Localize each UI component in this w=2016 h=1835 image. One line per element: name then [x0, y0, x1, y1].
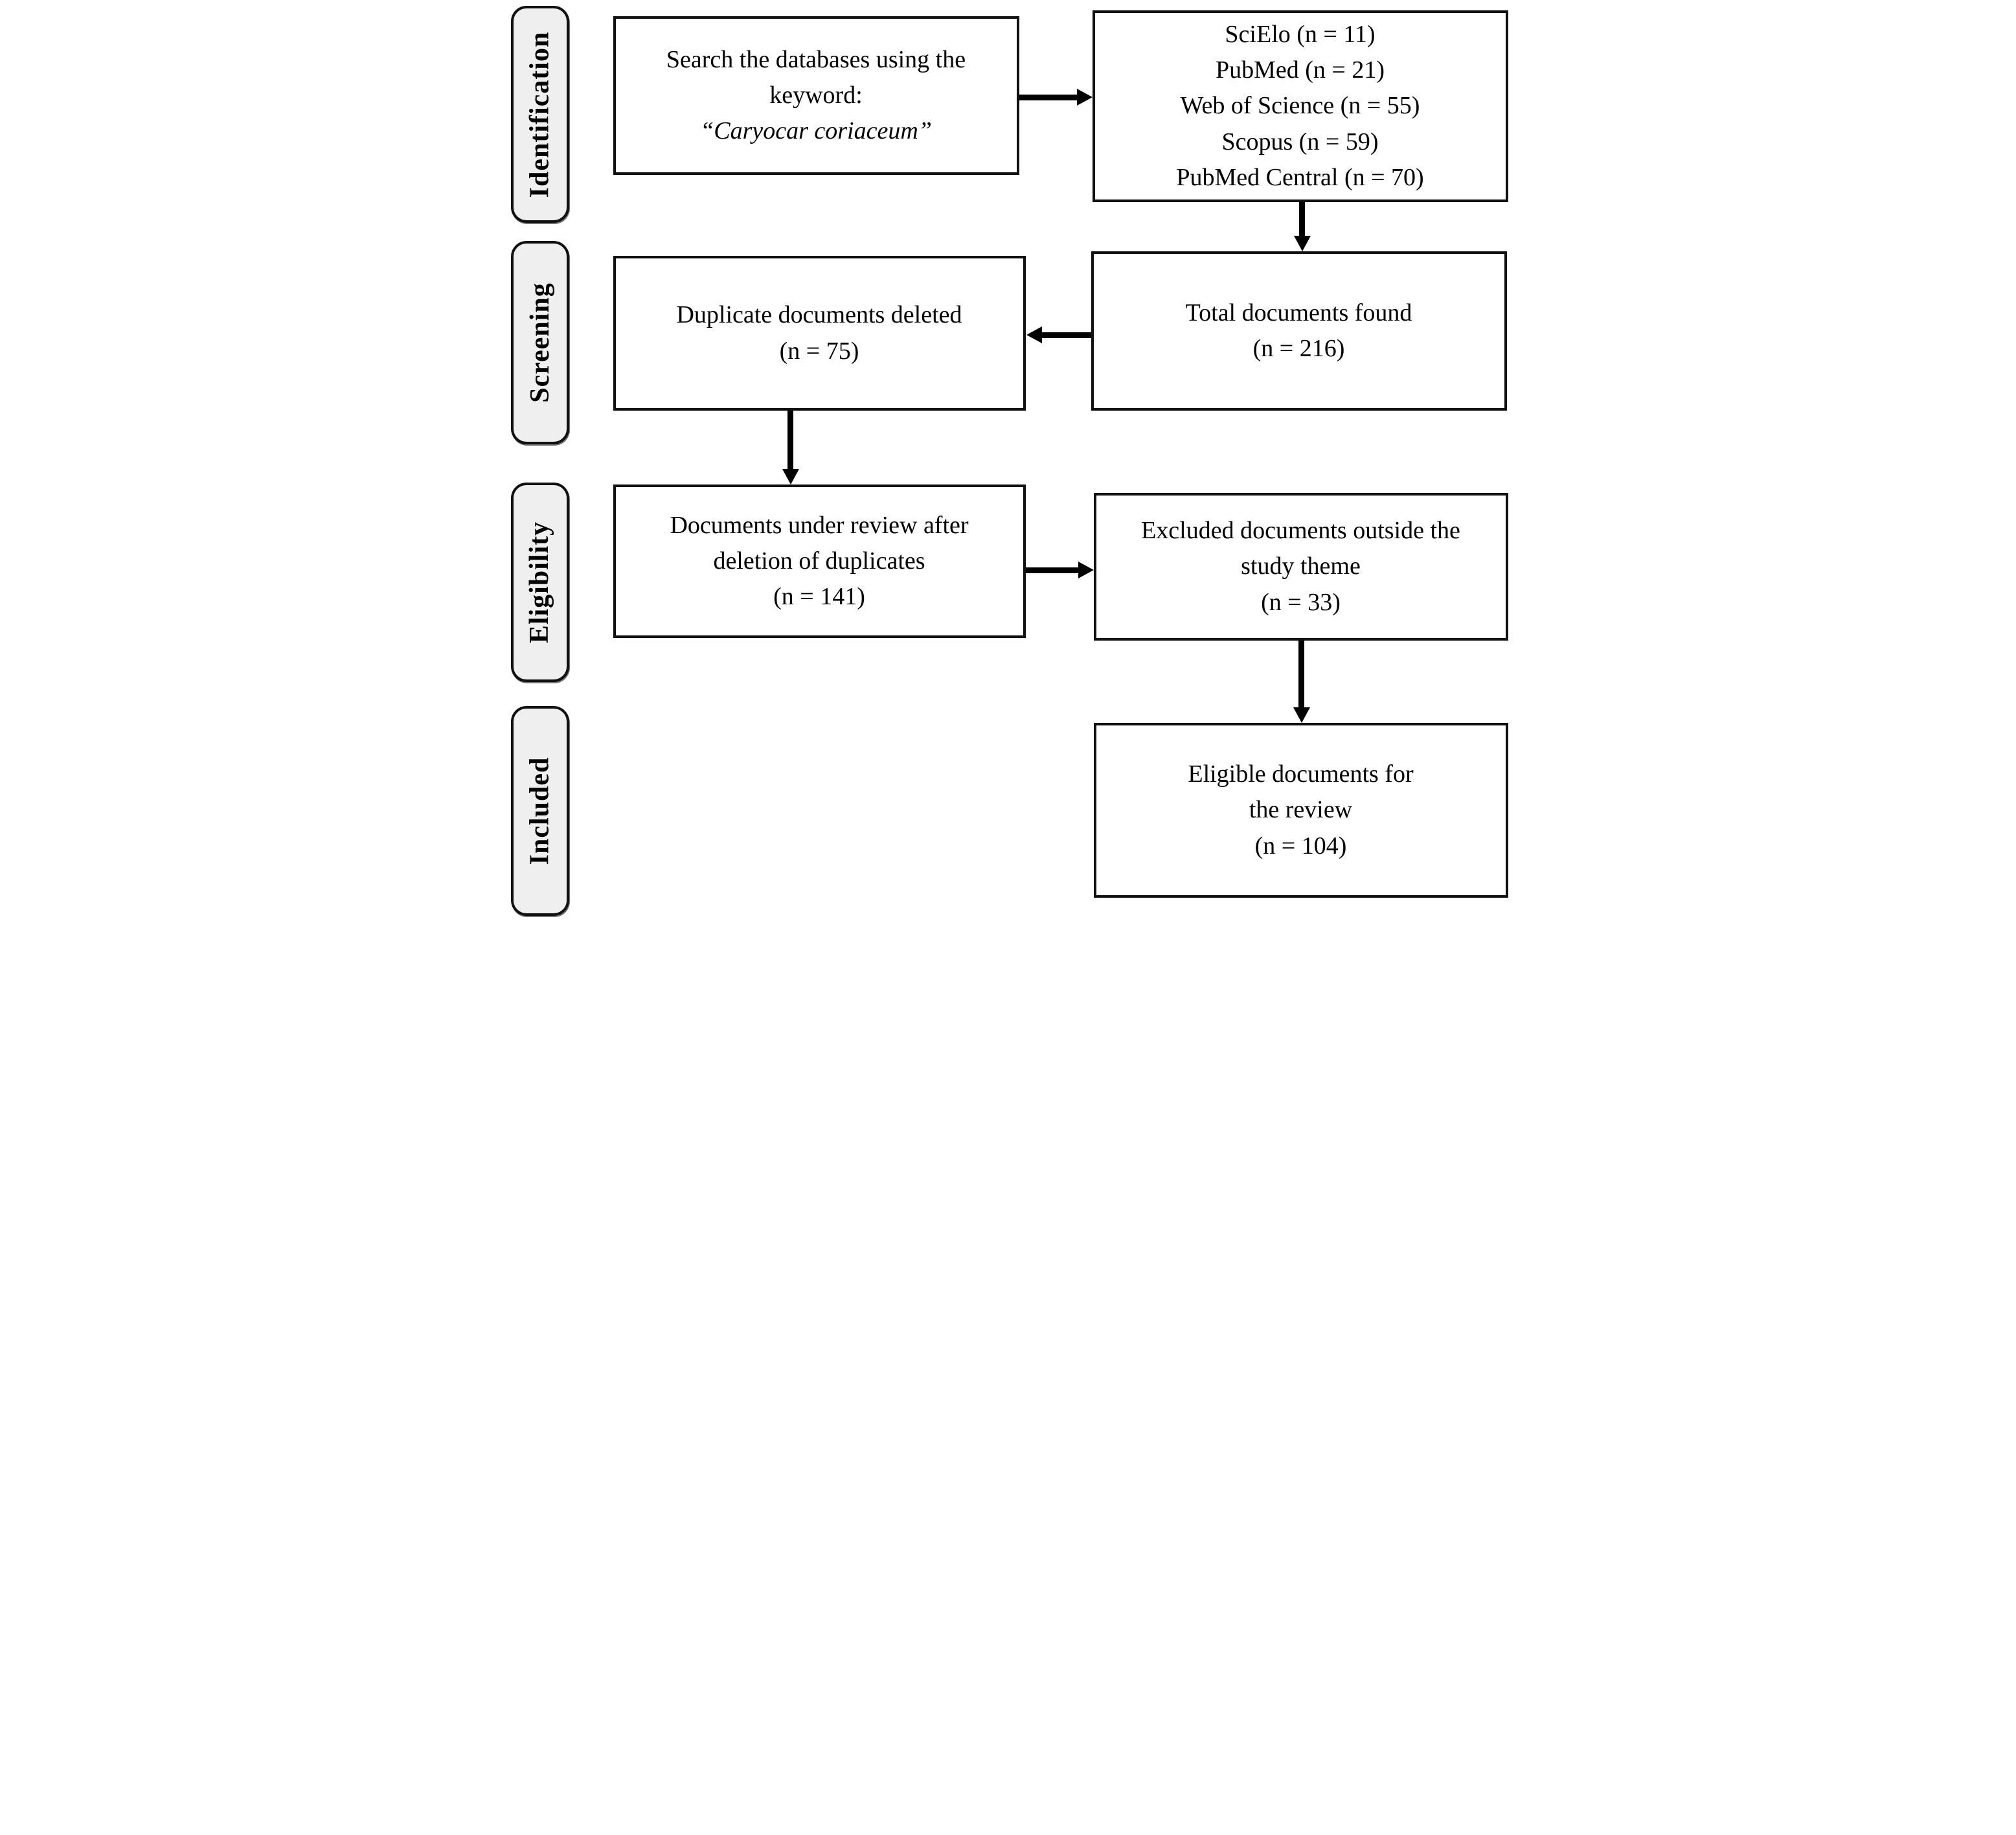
arrow-duplicates-to-review: [782, 411, 799, 484]
arrow-total-to-duplicates: [1026, 326, 1091, 343]
arrow-head-right-icon: [1076, 89, 1093, 106]
stage-label-text: Included: [525, 757, 555, 865]
box-line: PubMed Central (n = 70): [1176, 163, 1424, 191]
box-documents-under-review: Documents under review after deletion of…: [613, 484, 1026, 638]
box-line: Excluded documents outside the: [1141, 517, 1460, 545]
box-line: Web of Science (n = 55): [1180, 92, 1420, 120]
box-line: PubMed (n = 21): [1215, 56, 1385, 84]
stage-label-eligibility: Eligibility: [510, 483, 569, 682]
arrow-shaft: [1019, 94, 1077, 100]
stage-label-text: Identification: [525, 31, 555, 198]
box-eligible-documents: Eligible documents for the review (n = 1…: [1093, 723, 1508, 898]
box-line: keyword:: [769, 81, 863, 109]
box-line: the review: [1249, 796, 1353, 824]
box-line: SciElo (n = 11): [1225, 21, 1376, 49]
arrow-shaft: [1041, 332, 1091, 338]
box-line: Search the databases using the: [666, 45, 966, 73]
arrow-head-down-icon: [1293, 707, 1310, 723]
box-line: (n = 75): [779, 337, 859, 365]
box-line: Eligible documents for: [1188, 760, 1414, 788]
arrow-shaft: [1298, 641, 1304, 707]
arrow-head-left-icon: [1026, 326, 1042, 343]
box-search-keyword: Search the databases using the keyword: …: [613, 16, 1019, 175]
prisma-flow-diagram: Identification Screening Eligibility Inc…: [504, 0, 1512, 918]
arrow-head-down-icon: [1293, 236, 1311, 251]
arrow-shaft: [1025, 567, 1078, 573]
box-total-documents-found: Total documents found (n = 216): [1091, 251, 1507, 411]
arrow-search-to-databases: [1019, 89, 1093, 106]
box-line: Total documents found: [1185, 299, 1412, 326]
box-duplicates-deleted: Duplicate documents deleted (n = 75): [613, 256, 1026, 411]
box-line: deletion of duplicates: [713, 547, 925, 575]
stage-label-identification: Identification: [510, 6, 569, 223]
stage-label-screening: Screening: [510, 241, 569, 444]
arrow-shaft: [787, 411, 793, 469]
stage-label-included: Included: [510, 706, 569, 916]
box-line: study theme: [1241, 553, 1361, 580]
box-line: Duplicate documents deleted: [676, 301, 962, 329]
box-line: (n = 216): [1252, 335, 1345, 362]
box-line: (n = 104): [1254, 832, 1347, 860]
arrow-excluded-to-eligible: [1293, 641, 1310, 723]
box-line: Scopus (n = 59): [1221, 128, 1379, 155]
arrow-review-to-excluded: [1025, 562, 1094, 578]
arrow-head-right-icon: [1078, 562, 1094, 578]
box-excluded-documents: Excluded documents outside the study the…: [1093, 493, 1508, 641]
arrow-databases-to-total: [1293, 202, 1311, 251]
box-line: (n = 141): [773, 583, 865, 611]
arrow-head-down-icon: [782, 469, 799, 484]
box-line: (n = 33): [1261, 588, 1341, 616]
stage-label-text: Screening: [525, 282, 555, 403]
box-line: Documents under review after: [670, 511, 969, 539]
stage-label-text: Eligibility: [525, 521, 555, 644]
box-line-keyword: “Caryocar coriaceum”: [700, 117, 932, 145]
arrow-shaft: [1299, 202, 1305, 236]
box-database-counts: SciElo (n = 11) PubMed (n = 21) Web of S…: [1092, 10, 1508, 202]
